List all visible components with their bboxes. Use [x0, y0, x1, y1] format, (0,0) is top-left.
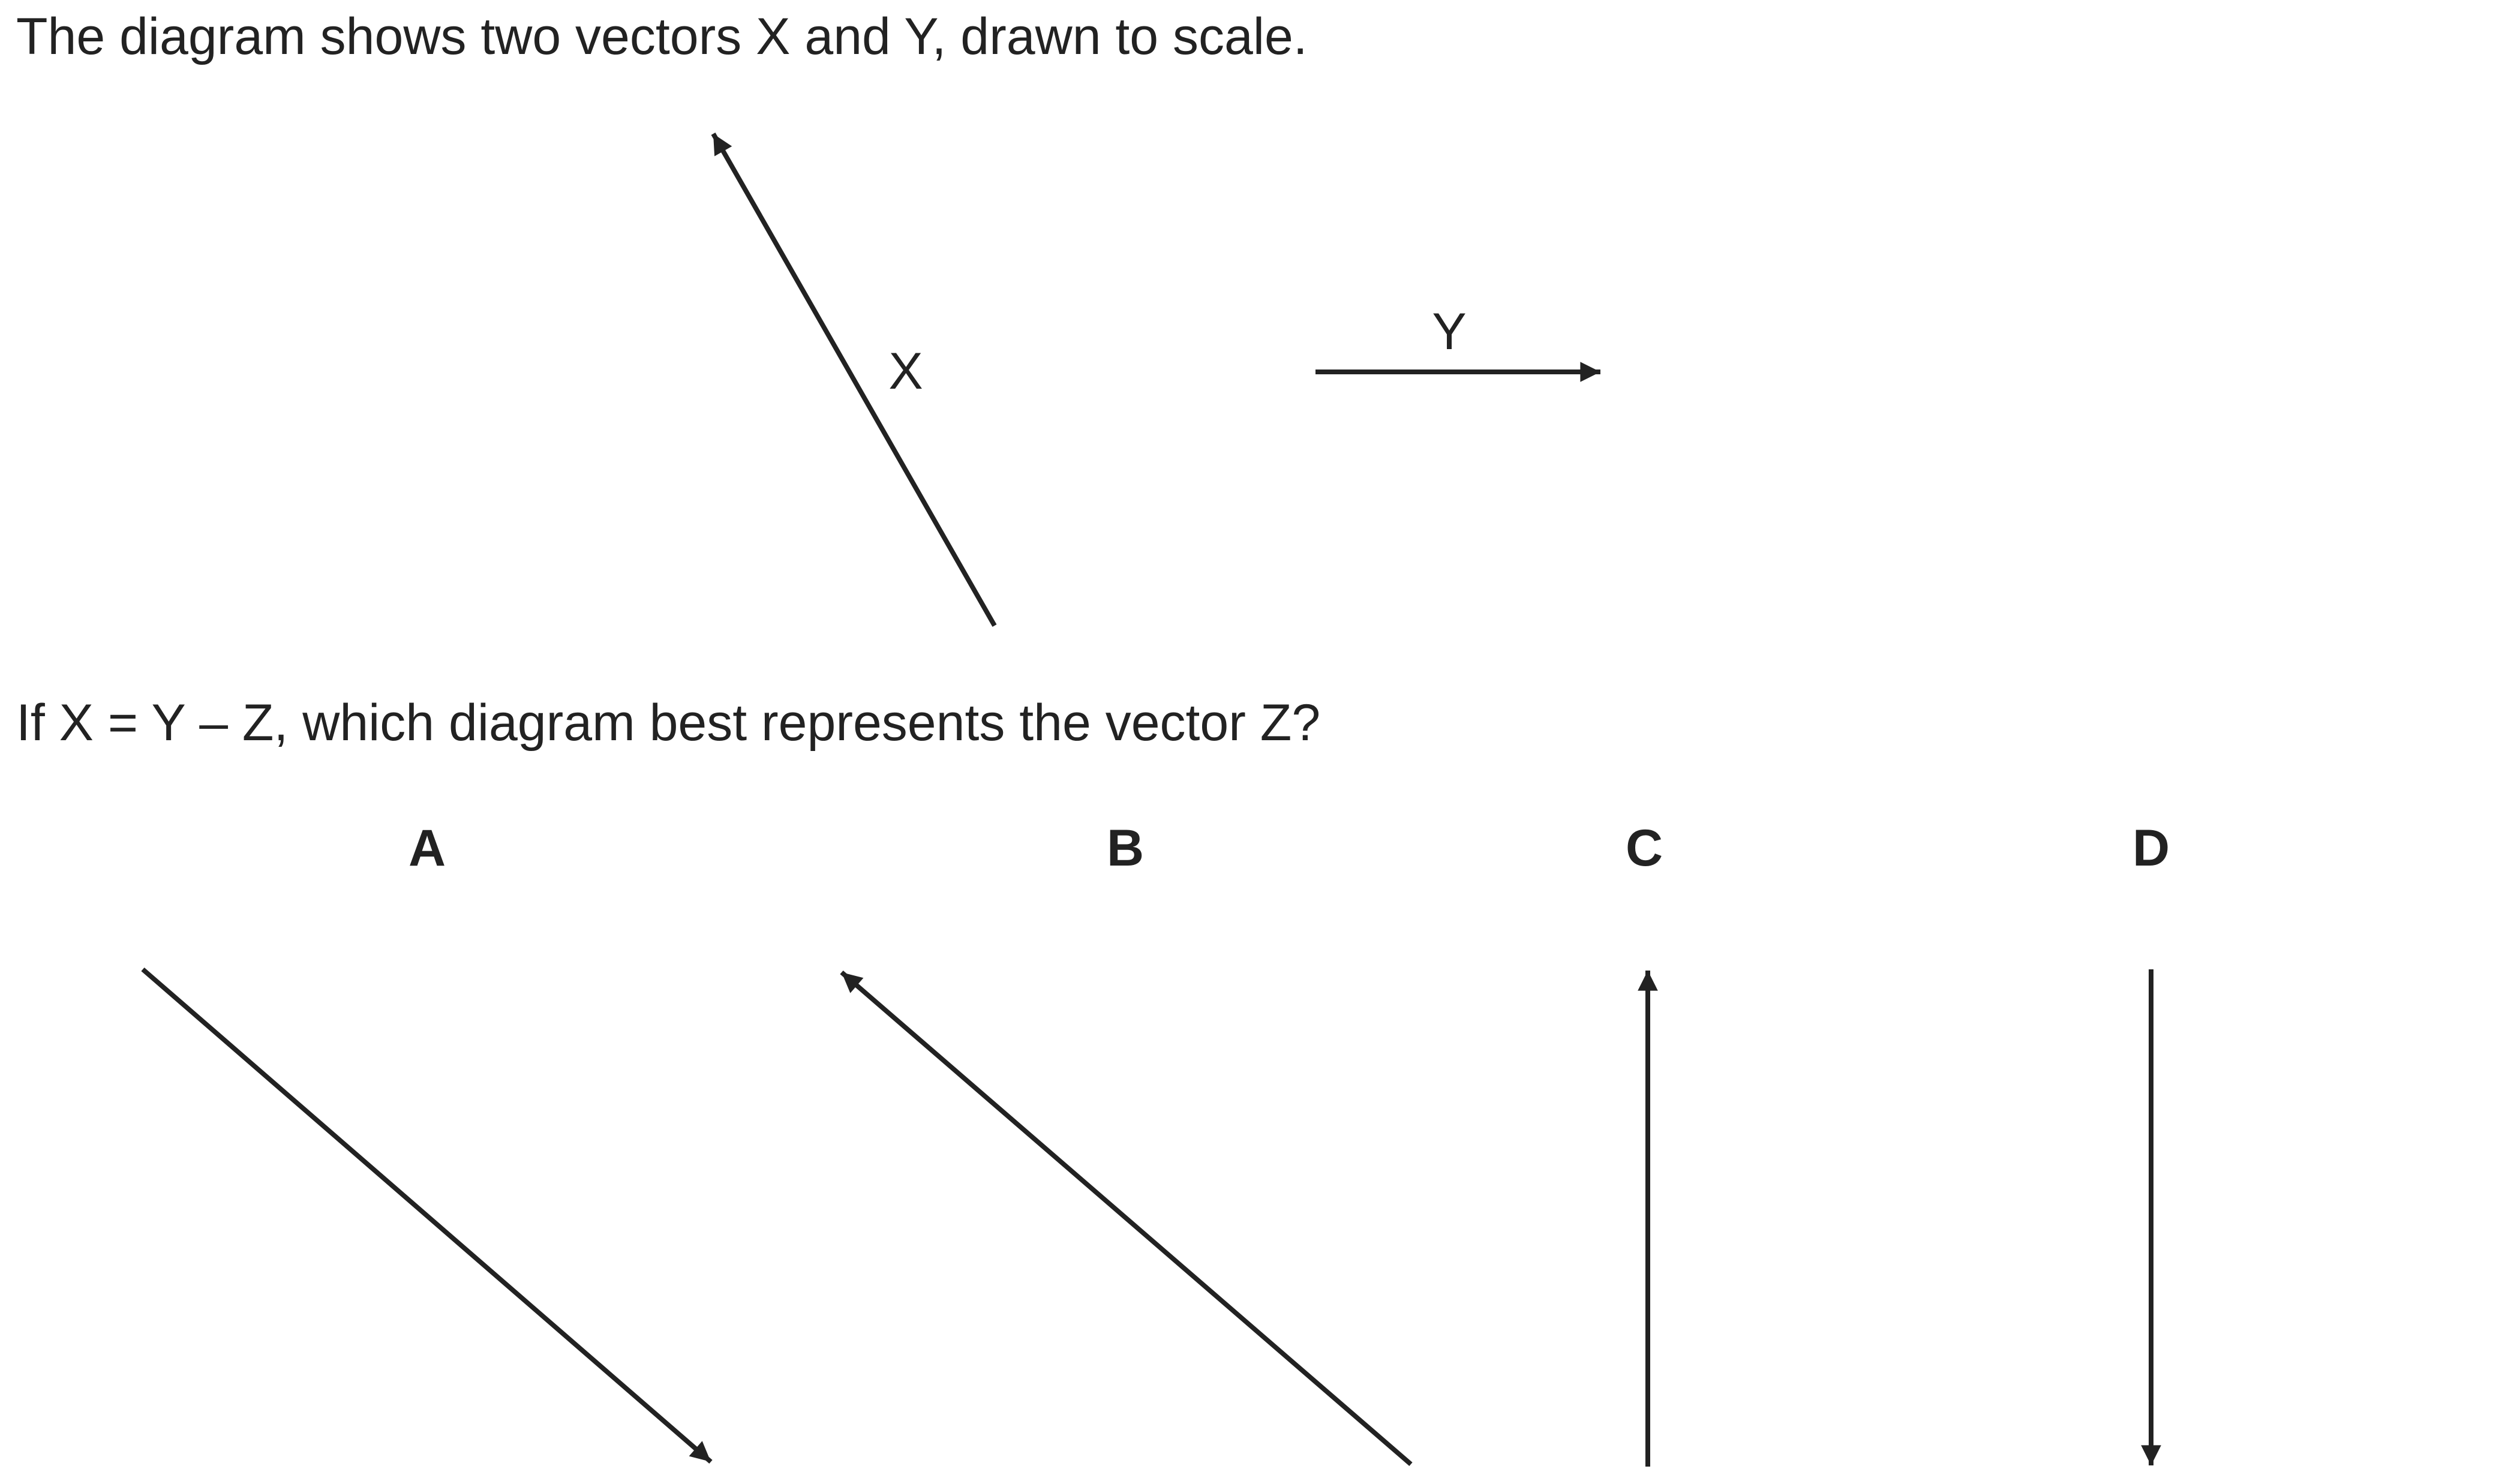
option-b-arrow: [840, 970, 1413, 1467]
option-b-label: B: [1107, 819, 1144, 877]
option-a-arrow: [141, 967, 713, 1464]
option-a[interactable]: A: [141, 819, 713, 1464]
question-intro-text: The diagram shows two vectors X and Y, d…: [16, 8, 1308, 65]
option-c-label: C: [1626, 819, 1663, 877]
vector-y-label: Y: [1432, 303, 1466, 361]
option-d[interactable]: D: [2132, 819, 2170, 1465]
vector-x-arrow: [711, 133, 997, 627]
option-b[interactable]: B: [840, 819, 1413, 1467]
vector-x: X: [711, 133, 997, 627]
vector-y: Y: [1315, 303, 1600, 382]
option-c[interactable]: C: [1626, 819, 1663, 1467]
question-prompt-text: If X = Y – Z, which diagram best represe…: [16, 694, 1321, 752]
option-a-label: A: [409, 819, 446, 877]
vector-x-label: X: [888, 343, 923, 400]
option-d-label: D: [2132, 819, 2170, 877]
